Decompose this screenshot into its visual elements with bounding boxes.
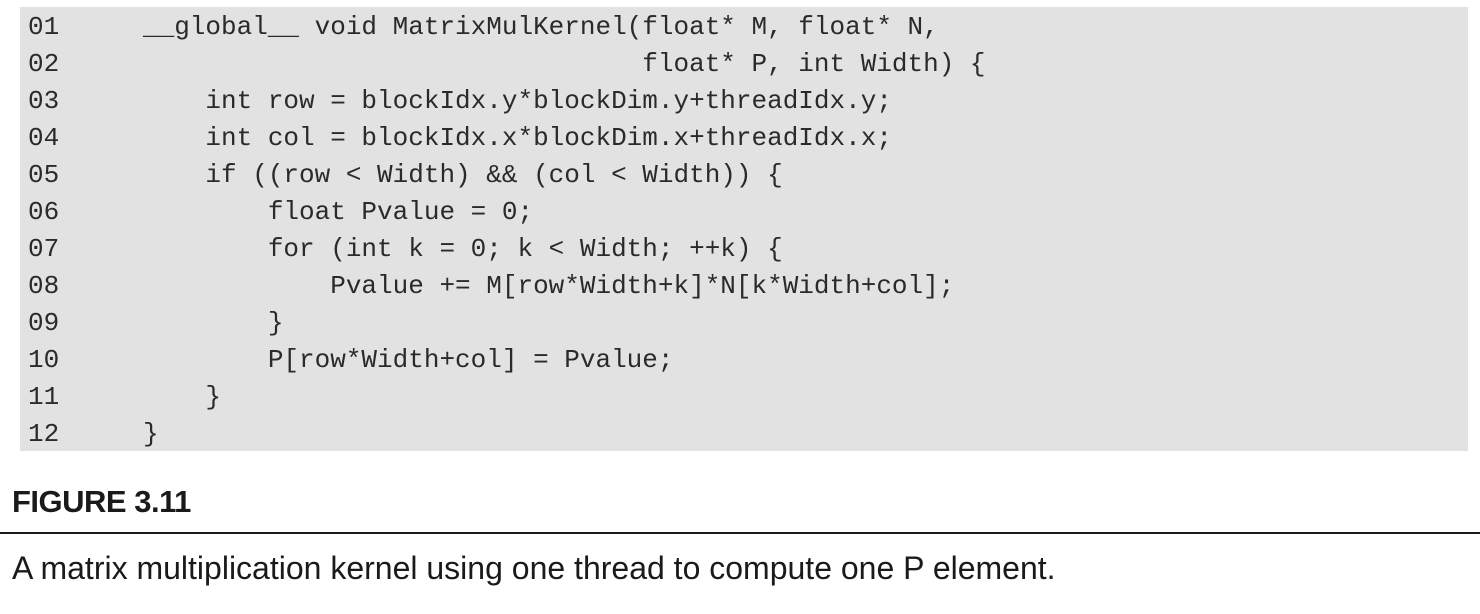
line-code: if ((row < Width) && (col < Width)) { — [143, 160, 783, 190]
line-code: } — [143, 308, 284, 338]
code-listing: 01 __global__ void MatrixMulKernel(float… — [20, 7, 1468, 451]
code-line-08: 08 Pvalue += M[row*Width+k]*N[k*Width+co… — [20, 268, 1468, 305]
line-code: Pvalue += M[row*Width+k]*N[k*Width+col]; — [143, 271, 955, 301]
line-number: 08 — [28, 271, 60, 301]
line-number: 11 — [28, 382, 60, 412]
code-line-07: 07 for (int k = 0; k < Width; ++k) { — [20, 231, 1468, 268]
caption-divider — [0, 532, 1480, 534]
line-number: 12 — [28, 419, 60, 449]
line-number: 10 — [28, 345, 60, 375]
code-line-11: 11 } — [20, 379, 1468, 416]
line-code: int col = blockIdx.x*blockDim.x+threadId… — [143, 123, 892, 153]
code-line-12: 12 } — [20, 416, 1468, 453]
code-line-10: 10 P[row*Width+col] = Pvalue; — [20, 342, 1468, 379]
line-number: 02 — [28, 49, 60, 79]
line-code: __global__ void MatrixMulKernel(float* M… — [143, 12, 939, 42]
line-code: for (int k = 0; k < Width; ++k) { — [143, 234, 783, 264]
line-code: } — [143, 419, 159, 449]
line-code: float* P, int Width) { — [143, 49, 986, 79]
line-number: 03 — [28, 86, 60, 116]
line-number: 06 — [28, 197, 60, 227]
line-code: P[row*Width+col] = Pvalue; — [143, 345, 674, 375]
code-line-01: 01 __global__ void MatrixMulKernel(float… — [20, 9, 1468, 46]
line-code: int row = blockIdx.y*blockDim.y+threadId… — [143, 86, 892, 116]
code-line-06: 06 float Pvalue = 0; — [20, 194, 1468, 231]
line-code: } — [143, 382, 222, 412]
code-line-09: 09 } — [20, 305, 1468, 342]
figure-caption: A matrix multiplication kernel using one… — [12, 550, 1056, 586]
line-number: 09 — [28, 308, 60, 338]
line-number: 05 — [28, 160, 60, 190]
code-line-05: 05 if ((row < Width) && (col < Width)) { — [20, 157, 1468, 194]
figure-label: FIGURE 3.11 — [12, 484, 191, 519]
code-line-04: 04 int col = blockIdx.x*blockDim.x+threa… — [20, 120, 1468, 157]
code-line-02: 02 float* P, int Width) { — [20, 46, 1468, 83]
code-line-03: 03 int row = blockIdx.y*blockDim.y+threa… — [20, 83, 1468, 120]
line-number: 07 — [28, 234, 60, 264]
line-code: float Pvalue = 0; — [143, 197, 534, 227]
line-number: 01 — [28, 12, 60, 42]
line-number: 04 — [28, 123, 60, 153]
